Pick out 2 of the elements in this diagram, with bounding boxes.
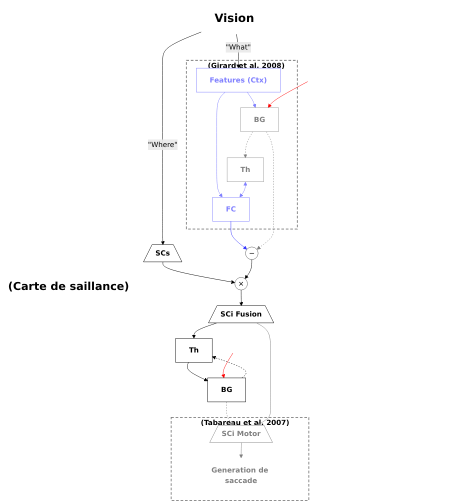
- node-text: Vision: [214, 12, 254, 26]
- annotation-text: (Carte de saillance): [8, 280, 130, 293]
